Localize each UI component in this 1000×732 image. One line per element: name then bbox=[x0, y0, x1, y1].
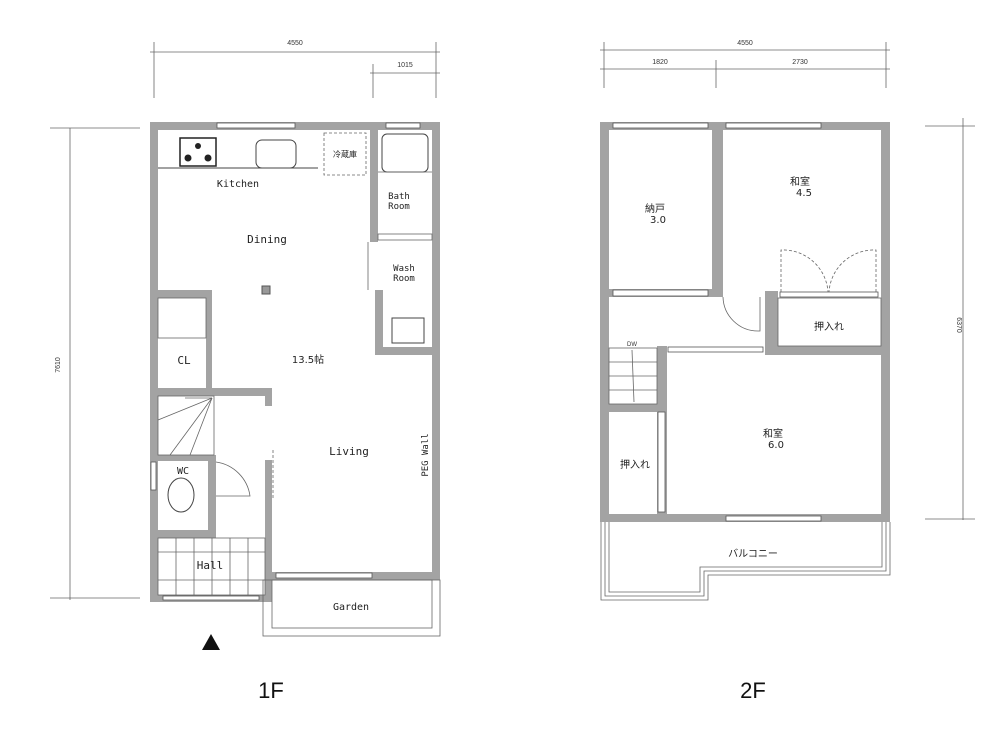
floor-2-title: 2F bbox=[740, 678, 766, 703]
bath-label-1: Bath bbox=[388, 192, 410, 202]
balcony-label: バルコニー bbox=[728, 548, 778, 560]
sliding-door bbox=[667, 346, 764, 353]
dimension-height-1f: 7610 bbox=[55, 357, 62, 373]
pillar bbox=[261, 285, 271, 295]
hall-label: Hall bbox=[197, 559, 224, 572]
dimension-width-1f: 4550 bbox=[287, 40, 303, 47]
closet-door-swing bbox=[780, 249, 877, 293]
bathtub-icon bbox=[381, 133, 429, 173]
oshiire-b-label: 押入れ bbox=[620, 458, 650, 471]
sliding-door bbox=[612, 289, 709, 297]
sliding-door bbox=[657, 411, 666, 513]
kitchen-label: Kitchen bbox=[217, 179, 259, 190]
sliding-door bbox=[779, 291, 879, 298]
dimension-lines-2f bbox=[600, 42, 975, 520]
dw-label: DW bbox=[627, 342, 637, 348]
dimension-lines-1f bbox=[50, 42, 440, 600]
hall-tiles bbox=[157, 537, 266, 596]
oshiire-a-label: 押入れ bbox=[814, 320, 844, 333]
stove-icon bbox=[179, 137, 217, 167]
fridge-outline bbox=[323, 132, 367, 176]
storage-size: 3.0 bbox=[650, 215, 666, 226]
window bbox=[216, 122, 296, 129]
wash-label-2: Room bbox=[393, 274, 415, 284]
stairs-1f bbox=[157, 395, 215, 456]
floor-2-plan: 4550 1820 2730 6370 bbox=[600, 40, 975, 703]
kitchen-counter bbox=[158, 132, 367, 176]
sink-icon bbox=[255, 139, 297, 169]
washitsu-b-size: 6.0 bbox=[768, 440, 784, 451]
wash-label-1: Wash bbox=[393, 264, 415, 274]
balcony bbox=[600, 522, 891, 601]
dimension-sub-left-2f: 1820 bbox=[652, 59, 668, 66]
wc-label: WC bbox=[177, 466, 189, 477]
dimension-sub-right-2f: 2730 bbox=[792, 59, 808, 66]
entrance-arrow-icon bbox=[202, 634, 220, 650]
floor-1-title: 1F bbox=[258, 678, 284, 703]
window bbox=[162, 595, 260, 601]
storage-label: 納戸 bbox=[645, 202, 665, 215]
dimension-height-2f: 6370 bbox=[955, 317, 962, 333]
window bbox=[275, 572, 373, 579]
peg-wall-label: PEG Wall bbox=[421, 433, 431, 476]
door-swing bbox=[215, 461, 251, 497]
washitsu-a-size: 4.5 bbox=[796, 188, 812, 199]
washitsu-b-label: 和室 bbox=[763, 427, 783, 440]
window bbox=[150, 461, 157, 491]
washitsu-a-label: 和室 bbox=[790, 175, 810, 188]
washing-machine-icon bbox=[157, 297, 207, 339]
dining-label: Dining bbox=[247, 233, 287, 246]
door-swing bbox=[722, 296, 761, 332]
washbasin-icon bbox=[391, 317, 425, 344]
living-label: Living bbox=[329, 445, 369, 458]
closet-label: CL bbox=[177, 354, 191, 367]
stairs-2f bbox=[608, 347, 658, 405]
area-label: 13.5帖 bbox=[292, 353, 324, 366]
window bbox=[612, 122, 709, 129]
window bbox=[725, 122, 822, 129]
fridge-label: 冷蔵庫 bbox=[333, 149, 357, 159]
dimension-sub-1f: 1015 bbox=[397, 62, 413, 69]
dimension-width-2f: 4550 bbox=[737, 40, 753, 47]
window bbox=[725, 515, 822, 522]
window bbox=[385, 122, 421, 129]
bath-label-2: Room bbox=[388, 202, 410, 212]
toilet-icon bbox=[167, 477, 195, 513]
floor-1-plan: 4550 1015 7610 bbox=[50, 40, 441, 703]
garden-label: Garden bbox=[333, 602, 369, 613]
